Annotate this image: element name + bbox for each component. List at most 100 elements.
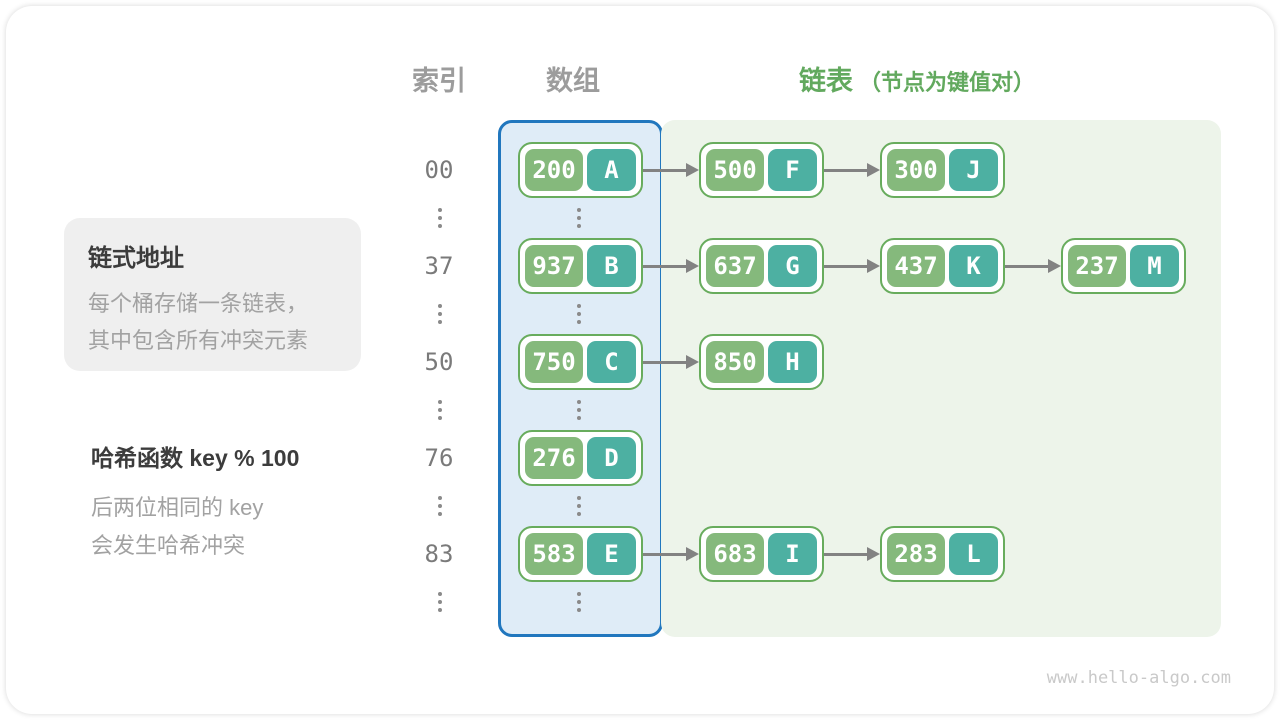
- arrow-shaft: [643, 552, 689, 556]
- arrow-head: [1048, 259, 1061, 273]
- chaining-note-card: 链式地址 每个桶存储一条链表， 其中包含所有冲突元素: [64, 218, 361, 371]
- node-key: 500: [706, 149, 764, 191]
- ellipsis-dots-icon: [438, 592, 442, 612]
- note-card-body: 每个桶存储一条链表， 其中包含所有冲突元素: [88, 285, 337, 359]
- hash-function-note: 哈希函数 key % 100 后两位相同的 key 会发生哈希冲突: [91, 439, 299, 565]
- node-key: 283: [887, 533, 945, 575]
- node-value: J: [949, 149, 998, 191]
- diagram-rows: 00 200 A 500 F 300 J 37 937 B 637 G 437 …: [6, 6, 1274, 714]
- next-pointer-arrow-icon: [643, 526, 699, 582]
- arrow-head: [686, 259, 699, 273]
- arrow-shaft: [824, 264, 870, 268]
- ellipsis-dots-icon: [577, 400, 581, 420]
- node-value: B: [587, 245, 636, 287]
- bucket-index: 50: [424, 348, 454, 376]
- ellipsis-dots-icon: [577, 304, 581, 324]
- note-card-line-1: 每个桶存储一条链表，: [88, 291, 309, 316]
- ellipsis-dots-icon: [438, 304, 442, 324]
- key-value-node: 750 C: [518, 334, 643, 390]
- key-value-node: 937 B: [518, 238, 643, 294]
- key-value-node: 237 M: [1061, 238, 1186, 294]
- node-value: E: [587, 533, 636, 575]
- hash-note-line-2: 会发生哈希冲突: [91, 533, 246, 558]
- node-key: 276: [525, 437, 583, 479]
- arrow-shaft: [824, 552, 870, 556]
- next-pointer-arrow-icon: [824, 526, 880, 582]
- bucket-index: 76: [424, 444, 454, 472]
- arrow-head: [867, 163, 880, 177]
- node-key: 437: [887, 245, 945, 287]
- note-card-title: 链式地址: [88, 245, 184, 272]
- key-value-node: 200 A: [518, 142, 643, 198]
- key-value-node: 300 J: [880, 142, 1005, 198]
- chain: 750 C 850 H: [518, 334, 824, 390]
- node-key: 583: [525, 533, 583, 575]
- node-key: 300: [887, 149, 945, 191]
- node-value: M: [1130, 245, 1179, 287]
- node-key: 683: [706, 533, 764, 575]
- key-value-node: 583 E: [518, 526, 643, 582]
- chain: 583 E 683 I 283 L: [518, 526, 1005, 582]
- ellipsis-dots-icon: [438, 208, 442, 228]
- ellipsis-dots-icon: [577, 496, 581, 516]
- node-key: 850: [706, 341, 764, 383]
- header-list-label: 链表: [799, 66, 853, 96]
- hash-function-title: 哈希函数 key % 100: [91, 445, 300, 471]
- arrow-shaft: [824, 168, 870, 172]
- arrow-head: [686, 163, 699, 177]
- ellipsis-dots-icon: [438, 400, 442, 420]
- page-card: 索引 数组 链表 （节点为键值对） 链式地址 每个桶存储一条链表， 其中包含所有…: [6, 6, 1274, 714]
- key-value-node: 437 K: [880, 238, 1005, 294]
- hash-bucket-row: 00 200 A 500 F 300 J: [6, 142, 1274, 198]
- hash-note-line-1: 后两位相同的 key: [91, 495, 264, 520]
- next-pointer-arrow-icon: [1005, 238, 1061, 294]
- arrow-shaft: [643, 360, 689, 364]
- chain: 937 B 637 G 437 K 237 M: [518, 238, 1186, 294]
- note-card-line-2: 其中包含所有冲突元素: [88, 328, 309, 353]
- node-value: A: [587, 149, 636, 191]
- header-list-note: （节点为键值对）: [859, 70, 1036, 95]
- header-array-label: 数组: [546, 66, 600, 96]
- hash-bucket-row: 83 583 E 683 I 283 L: [6, 526, 1274, 582]
- node-value: L: [949, 533, 998, 575]
- node-key: 637: [706, 245, 764, 287]
- ellipsis-dots-icon: [577, 592, 581, 612]
- hash-bucket-row: 37 937 B 637 G 437 K 237 M: [6, 238, 1274, 294]
- node-value: F: [768, 149, 817, 191]
- arrow-head: [686, 355, 699, 369]
- arrow-shaft: [643, 168, 689, 172]
- arrow-head: [867, 259, 880, 273]
- key-value-node: 500 F: [699, 142, 824, 198]
- key-value-node: 850 H: [699, 334, 824, 390]
- ellipsis-dots-icon: [577, 208, 581, 228]
- arrow-head: [686, 547, 699, 561]
- ellipsis-dots-icon: [438, 496, 442, 516]
- node-key: 237: [1068, 245, 1126, 287]
- key-value-node: 276 D: [518, 430, 643, 486]
- hash-bucket-row: 76 276 D: [6, 430, 1274, 486]
- next-pointer-arrow-icon: [643, 142, 699, 198]
- node-value: D: [587, 437, 636, 479]
- node-key: 937: [525, 245, 583, 287]
- bucket-index: 83: [424, 540, 454, 568]
- node-value: K: [949, 245, 998, 287]
- node-key: 200: [525, 149, 583, 191]
- chain: 276 D: [518, 430, 643, 486]
- hash-bucket-row: 50 750 C 850 H: [6, 334, 1274, 390]
- node-value: I: [768, 533, 817, 575]
- next-pointer-arrow-icon: [824, 238, 880, 294]
- arrow-shaft: [643, 264, 689, 268]
- arrow-shaft: [1005, 264, 1051, 268]
- bucket-index: 37: [424, 252, 454, 280]
- chain: 200 A 500 F 300 J: [518, 142, 1005, 198]
- node-key: 750: [525, 341, 583, 383]
- node-value: H: [768, 341, 817, 383]
- node-value: G: [768, 245, 817, 287]
- next-pointer-arrow-icon: [643, 238, 699, 294]
- key-value-node: 683 I: [699, 526, 824, 582]
- header-index-label: 索引: [412, 66, 466, 96]
- node-value: C: [587, 341, 636, 383]
- header-list-group: 链表 （节点为键值对）: [799, 59, 1035, 98]
- bucket-index: 00: [424, 156, 454, 184]
- arrow-head: [867, 547, 880, 561]
